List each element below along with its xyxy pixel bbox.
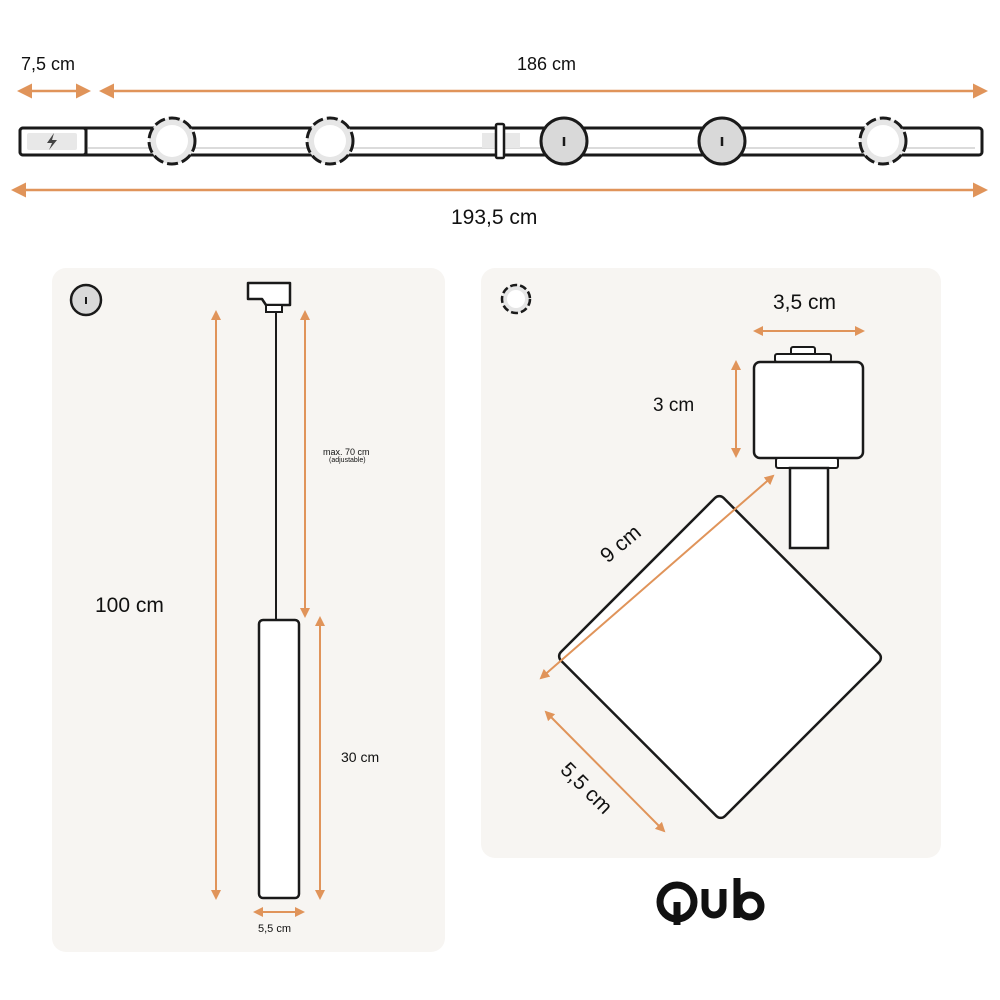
total-length-label: 193,5 cm <box>451 206 538 229</box>
spot-dashed-2 <box>305 116 355 166</box>
brand-logo <box>655 876 767 930</box>
top-rail-graphic <box>10 83 988 198</box>
pendant-marker-2 <box>697 116 747 166</box>
spot-adapter <box>752 360 865 460</box>
pendant-marker-1 <box>539 116 589 166</box>
pendant-adapter <box>246 281 292 313</box>
head-diameter-arrow <box>544 710 666 833</box>
body-width-label: 5,5 cm <box>258 923 292 935</box>
lightning-icon <box>47 133 57 150</box>
adapter-width-label: 3,5 cm <box>773 291 837 314</box>
rail-length-label: 186 cm <box>517 54 577 74</box>
total-height-label: 100 cm <box>95 594 164 617</box>
qub-logo-graphic <box>656 878 765 925</box>
spot-dashed-1 <box>147 116 197 166</box>
feed-length-label: 7,5 cm <box>21 54 76 74</box>
adapter-height-label: 3 cm <box>653 395 695 416</box>
cable-length-note: (adjustable) <box>329 457 366 464</box>
dashed-ring-icon <box>500 283 532 315</box>
body-height-label: 30 cm <box>341 749 380 765</box>
pendant-body <box>257 618 301 900</box>
pendant-panel <box>52 268 445 952</box>
head-length-arrow <box>539 474 775 680</box>
cable-length-label: max. 70 cm <box>323 447 370 457</box>
pendant-marker-icon <box>69 283 103 317</box>
spot-dashed-3 <box>858 116 908 166</box>
spot-stem <box>788 466 830 550</box>
